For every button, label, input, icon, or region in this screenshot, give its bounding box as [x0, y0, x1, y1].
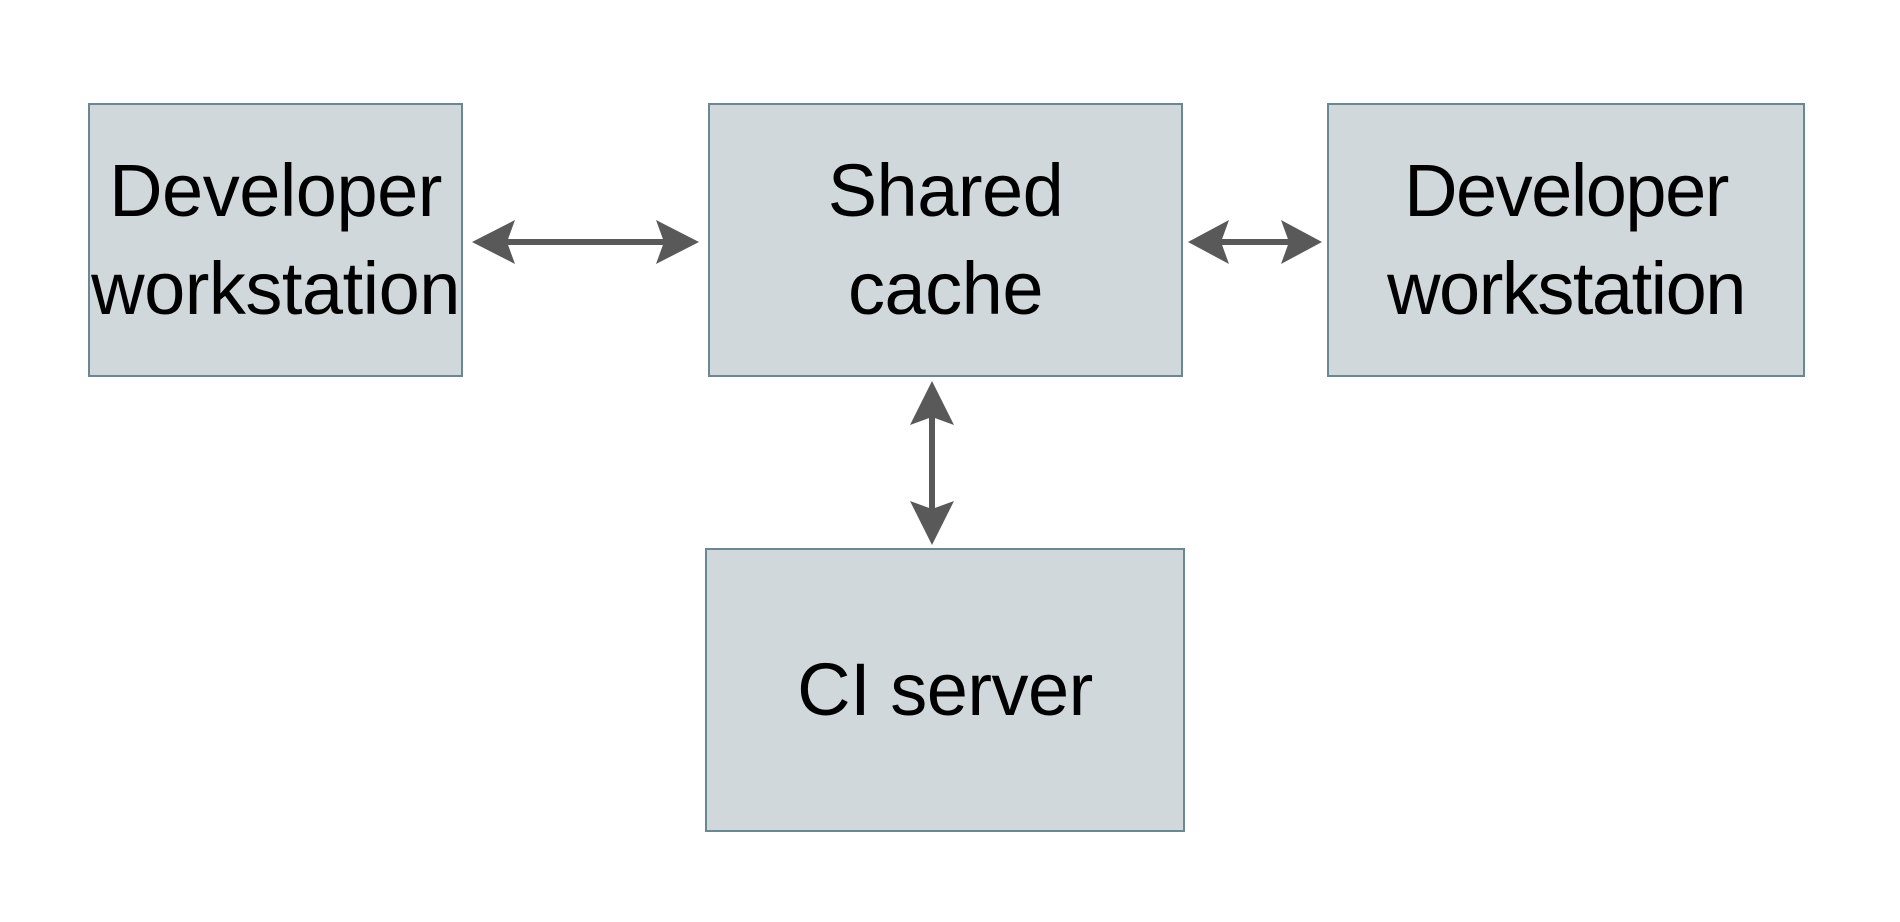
edge-shared-cache-to-developer-right[interactable] [1183, 212, 1327, 272]
node-label: Developer workstation [1387, 149, 1746, 330]
node-developer-workstation-left[interactable]: Developer workstation [88, 103, 463, 377]
edge-developer-left-to-shared-cache[interactable] [463, 212, 708, 272]
edge-shared-cache-to-ci-server[interactable] [902, 377, 962, 549]
node-shared-cache[interactable]: Shared cache [708, 103, 1183, 377]
node-label: Shared cache [827, 149, 1064, 330]
double-arrow-horizontal-icon [472, 220, 699, 264]
node-label: CI server [797, 648, 1093, 731]
double-arrow-vertical-icon [910, 381, 954, 545]
node-label: Developer workstation [91, 149, 460, 330]
node-ci-server[interactable]: CI server [705, 548, 1185, 832]
double-arrow-horizontal-icon [1188, 220, 1322, 264]
node-developer-workstation-right[interactable]: Developer workstation [1327, 103, 1805, 377]
